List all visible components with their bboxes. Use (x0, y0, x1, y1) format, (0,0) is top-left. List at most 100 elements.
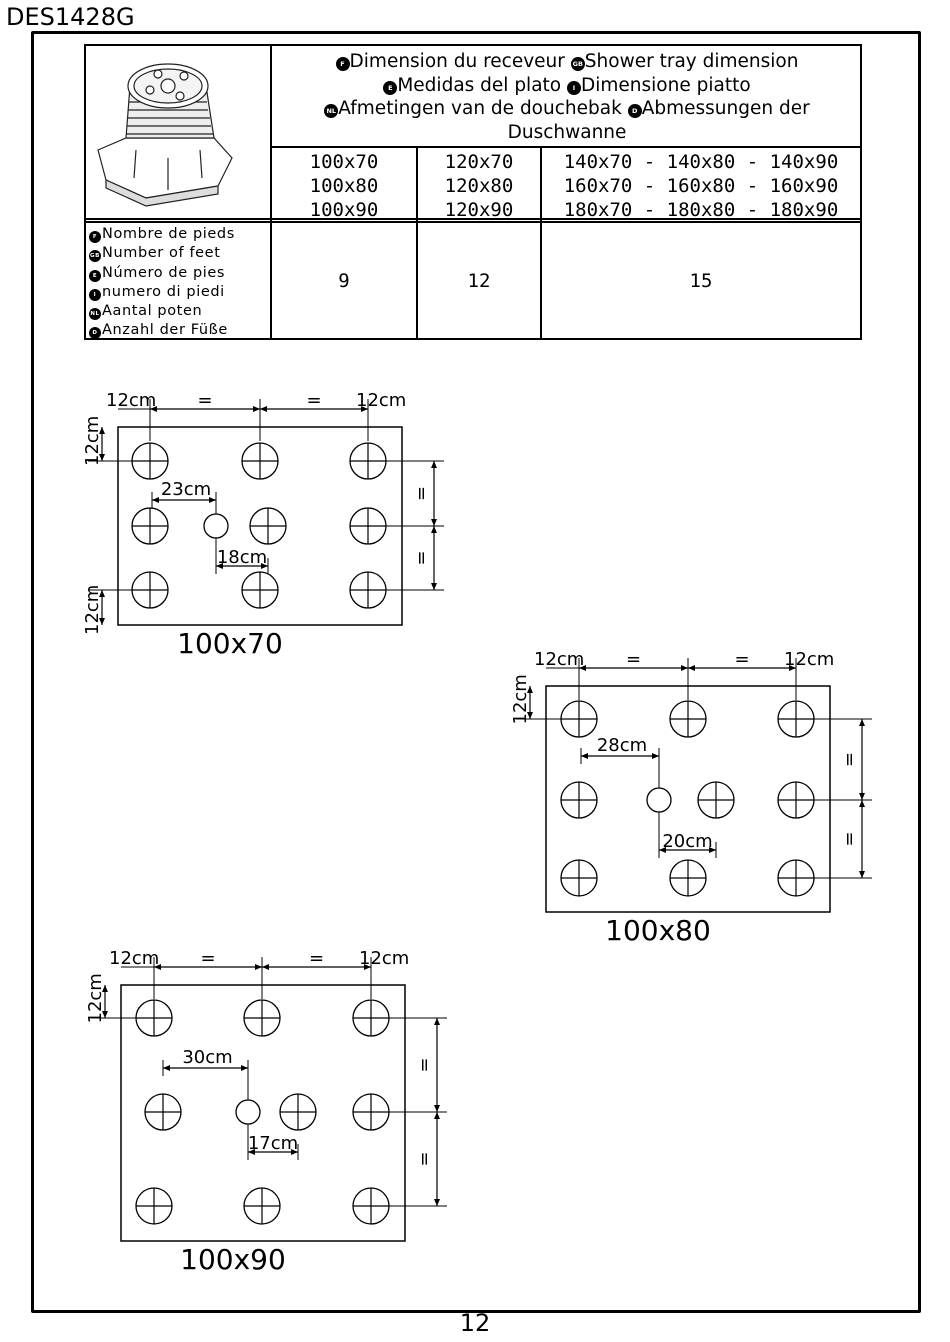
header-nl: Afmetingen van de douchebak (338, 98, 622, 119)
arrow-head (150, 406, 157, 412)
table-divider (86, 218, 860, 220)
arrow-head (859, 793, 865, 800)
italian-badge-icon: I (89, 288, 101, 301)
dimension-label: 12cm (82, 416, 103, 466)
size-value: 180x70 - 180x80 - 180x90 (563, 199, 839, 221)
arrow-head (163, 1065, 170, 1071)
arrow-head (434, 1199, 440, 1206)
header-es: Medidas del plato (397, 74, 562, 96)
equal-spacing-label: = (411, 486, 432, 501)
size-value: 120x70 (444, 151, 514, 173)
arrow-head (431, 519, 437, 526)
table-divider (416, 146, 418, 338)
arrow-head (688, 665, 695, 671)
dimension-label: 12cm (82, 585, 103, 635)
arrow-head (434, 1105, 440, 1112)
equal-spacing-label: = (626, 649, 641, 670)
feet-count: 9 (338, 270, 350, 292)
drain-offset-label: 30cm (182, 1047, 232, 1068)
arrow-head (527, 712, 533, 719)
equal-spacing-label: = (200, 948, 215, 969)
dimension-label: 12cm (109, 948, 159, 969)
arrow-head (434, 1018, 440, 1025)
table-divider (86, 221, 860, 223)
arrow-head (859, 719, 865, 726)
size-value: 160x70 - 160x80 - 160x90 (563, 175, 839, 197)
feet-label-gb: Number of feet (102, 245, 221, 262)
adjustable-foot-illustration (86, 46, 270, 218)
arrow-head (361, 406, 368, 412)
arrow-head (579, 665, 586, 671)
arrow-head (261, 563, 268, 569)
feet-label-fr: Nombre de pieds (102, 226, 235, 242)
arrow-head (154, 964, 161, 970)
drain-offset-label: 17cm (248, 1133, 298, 1154)
dimension-label: 12cm (534, 649, 584, 670)
equal-spacing-label: = (414, 1057, 435, 1072)
arrow-head (102, 985, 108, 992)
drain-offset-label: 20cm (662, 831, 712, 852)
arrow-head (652, 753, 659, 759)
arrow-head (102, 1011, 108, 1018)
diagram-title: 100x90 (180, 1243, 286, 1276)
arrow-head (262, 964, 269, 970)
arrow-head (99, 454, 105, 461)
arrow-head (216, 563, 223, 569)
arrow-head (659, 847, 666, 853)
arrow-head (99, 618, 105, 625)
equal-spacing-label: = (414, 1151, 435, 1166)
equal-spacing-label: = (839, 831, 860, 846)
dutch-badge-icon: NL (89, 308, 101, 321)
italian-badge-icon: I (567, 80, 581, 95)
arrow-head (260, 406, 267, 412)
size-value: 100x80 (309, 175, 379, 197)
arrow-head (209, 497, 216, 503)
arrow-head (253, 406, 260, 412)
page-number: 12 (459, 1309, 491, 1337)
arrow-head (99, 427, 105, 434)
page-frame (31, 31, 921, 1313)
arrow-head (434, 1112, 440, 1119)
shower-tray-outline (120, 984, 406, 1242)
size-value: 140x70 - 140x80 - 140x90 (563, 151, 839, 173)
diagram-title: 100x80 (605, 914, 711, 947)
feet-label-es: Número de pies (102, 264, 226, 281)
dimension-label: 12cm (106, 390, 156, 411)
drain-hole-icon (646, 787, 672, 813)
arrow-head (859, 871, 865, 878)
header-gb: Shower tray dimension (584, 51, 799, 72)
arrow-head (527, 686, 533, 693)
drain-offset-label: 18cm (217, 547, 267, 568)
german-badge-icon: D (627, 104, 642, 118)
feet-label-nl: Aantal poten (102, 303, 203, 320)
size-group-9-feet: 100x70 100x80 100x90 (272, 148, 416, 221)
drain-offset-label: 28cm (597, 735, 647, 756)
arrow-head (248, 1149, 255, 1155)
size-value: 100x90 (309, 199, 379, 221)
english-badge-icon: GB (570, 57, 585, 71)
equal-spacing-label: = (411, 550, 432, 565)
arrow-head (364, 964, 371, 970)
german-badge-icon: D (89, 327, 101, 340)
arrow-head (255, 964, 262, 970)
arrow-head (681, 665, 688, 671)
arrow-head (581, 753, 588, 759)
header-de: Abmessungen der Duschwanne (507, 98, 810, 143)
size-value: 100x70 (309, 151, 379, 173)
french-badge-icon: F (335, 57, 350, 71)
equal-spacing-label: = (309, 948, 324, 969)
dimension-label: 12cm (356, 390, 406, 411)
arrow-head (152, 497, 159, 503)
arrow-head (789, 665, 796, 671)
dutch-badge-icon: NL (324, 104, 339, 118)
equal-spacing-label: = (197, 390, 212, 411)
feet-count: 15 (689, 270, 713, 292)
dimension-label: 12cm (784, 649, 834, 670)
